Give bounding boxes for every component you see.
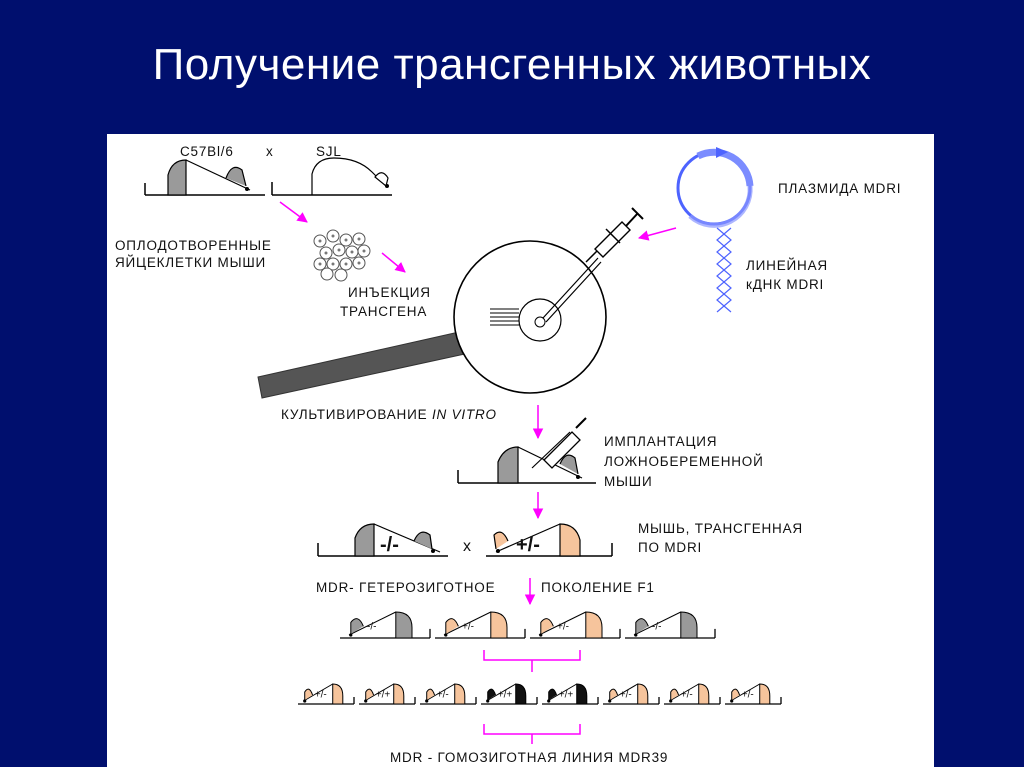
strain-sjl-label: SJL: [316, 144, 342, 159]
linear-cdna-icon: [716, 227, 732, 313]
f2-mouse-1-genotype: +/-: [315, 690, 327, 701]
implant-label-line1: ИМПЛАНТАЦИЯ: [604, 434, 717, 449]
eggs-cluster-icon: [313, 229, 371, 282]
genotype-pos-founder: +/-: [516, 534, 540, 556]
arrow-plasmid-to-syringe: [637, 227, 677, 241]
implant-label-line2: ЛОЖНОБЕРЕМЕННОЙ: [604, 454, 764, 469]
transgenic-diagram: C57Bl/6 x SJL ОПЛОДОТВОРЕННЫЕ ЯЙЦЕКЛЕТКИ…: [115, 144, 901, 765]
mouse-wildtype-founder: [317, 523, 448, 557]
f2-mouse-7: +/-: [664, 683, 721, 705]
f2-mouse-7-genotype: +/-: [681, 690, 693, 701]
plasmid-icon: [676, 147, 754, 228]
eggs-dots: [318, 234, 366, 266]
f2-mouse-5-genotype: +/+: [559, 690, 574, 701]
f1-generation-row: -/- +/- +/- -/-: [340, 611, 716, 639]
f1-mouse-4: -/-: [625, 611, 716, 639]
microscope-view: [257, 240, 607, 399]
diagram-panel: C57Bl/6 x SJL ОПЛОДОТВОРЕННЫЕ ЯЙЦЕКЛЕТКИ…: [107, 134, 934, 767]
f2-mouse-8-genotype: +/-: [742, 690, 754, 701]
f1-mouse-4-genotype: -/-: [652, 622, 661, 633]
f2-generation-row: +/- +/+ +/- +/+ +/+ +/- +/- +/-: [298, 683, 782, 705]
f1-label-left: MDR- ГЕТЕРОЗИГОТНОЕ: [316, 580, 495, 595]
f1-mouse-3: +/-: [530, 611, 621, 639]
cross-label-founders: x: [463, 538, 471, 555]
injection-label-line2: ТРАНСГЕНА: [340, 304, 427, 319]
eggs-label-line1: ОПЛОДОТВОРЕННЫЕ: [115, 238, 272, 253]
f2-mouse-5: +/+: [542, 683, 599, 705]
f2-mouse-3: +/-: [420, 683, 477, 705]
implant-label-line3: МЫШИ: [604, 474, 652, 489]
f2-mouse-2: +/+: [359, 683, 416, 705]
f1-mouse-2: +/-: [435, 611, 526, 639]
f1-mouse-2-genotype: +/-: [462, 622, 474, 633]
f1-mouse-3-genotype: +/-: [557, 622, 569, 633]
mouse-sjl: [271, 157, 392, 196]
slide-title: Получение трансгенных животных: [152, 40, 872, 89]
f2-mouse-3-genotype: +/-: [437, 690, 449, 701]
homozygous-line-label: MDR - ГОМОЗИГОТНАЯ ЛИНИЯ MDR39: [390, 750, 668, 765]
f1-label-right: ПОКОЛЕНИЕ F1: [541, 580, 655, 595]
f2-mouse-1: +/-: [298, 683, 355, 705]
f1-mouse-1: -/-: [340, 611, 431, 639]
f2-mouse-2-genotype: +/+: [376, 690, 391, 701]
f2-mouse-4-genotype: +/+: [498, 690, 513, 701]
culture-label: КУЛЬТИВИРОВАНИЕ IN VITRO: [281, 407, 497, 422]
transgenic-label-line1: МЫШЬ, ТРАНСГЕННАЯ: [638, 521, 803, 536]
cross-label-top: x: [266, 144, 274, 159]
mouse-c57: [144, 159, 265, 196]
f2-mouse-6-genotype: +/-: [620, 690, 632, 701]
plasmid-label: ПЛАЗМИДА MDRI: [778, 181, 901, 196]
f1-mouse-1-genotype: -/-: [367, 622, 376, 633]
arrow-to-eggs: [279, 201, 308, 223]
f2-mouse-4: +/+: [481, 683, 538, 705]
bracket-f1: [483, 650, 581, 672]
linear-cdna-label-line1: ЛИНЕЙНАЯ: [746, 258, 828, 273]
syringe-icon: [585, 207, 644, 263]
linear-cdna-label-line2: кДНК MDRI: [746, 277, 824, 292]
transgenic-label-line2: ПО MDRI: [638, 540, 702, 555]
mouse-transgenic-founder: [486, 523, 613, 557]
bracket-f2: [483, 724, 581, 744]
f2-mouse-6: +/-: [603, 683, 660, 705]
eggs-label-line2: ЯЙЦЕКЛЕТКИ МЫШИ: [115, 255, 266, 270]
arrow-to-injection: [381, 252, 406, 273]
mouse-implant: [457, 417, 596, 484]
f2-mouse-8: +/-: [725, 683, 782, 705]
injection-label-line1: ИНЪЕКЦИЯ: [348, 285, 431, 300]
genotype-neg-founder: -/-: [380, 534, 399, 556]
strain-c57-label: C57Bl/6: [180, 144, 234, 159]
